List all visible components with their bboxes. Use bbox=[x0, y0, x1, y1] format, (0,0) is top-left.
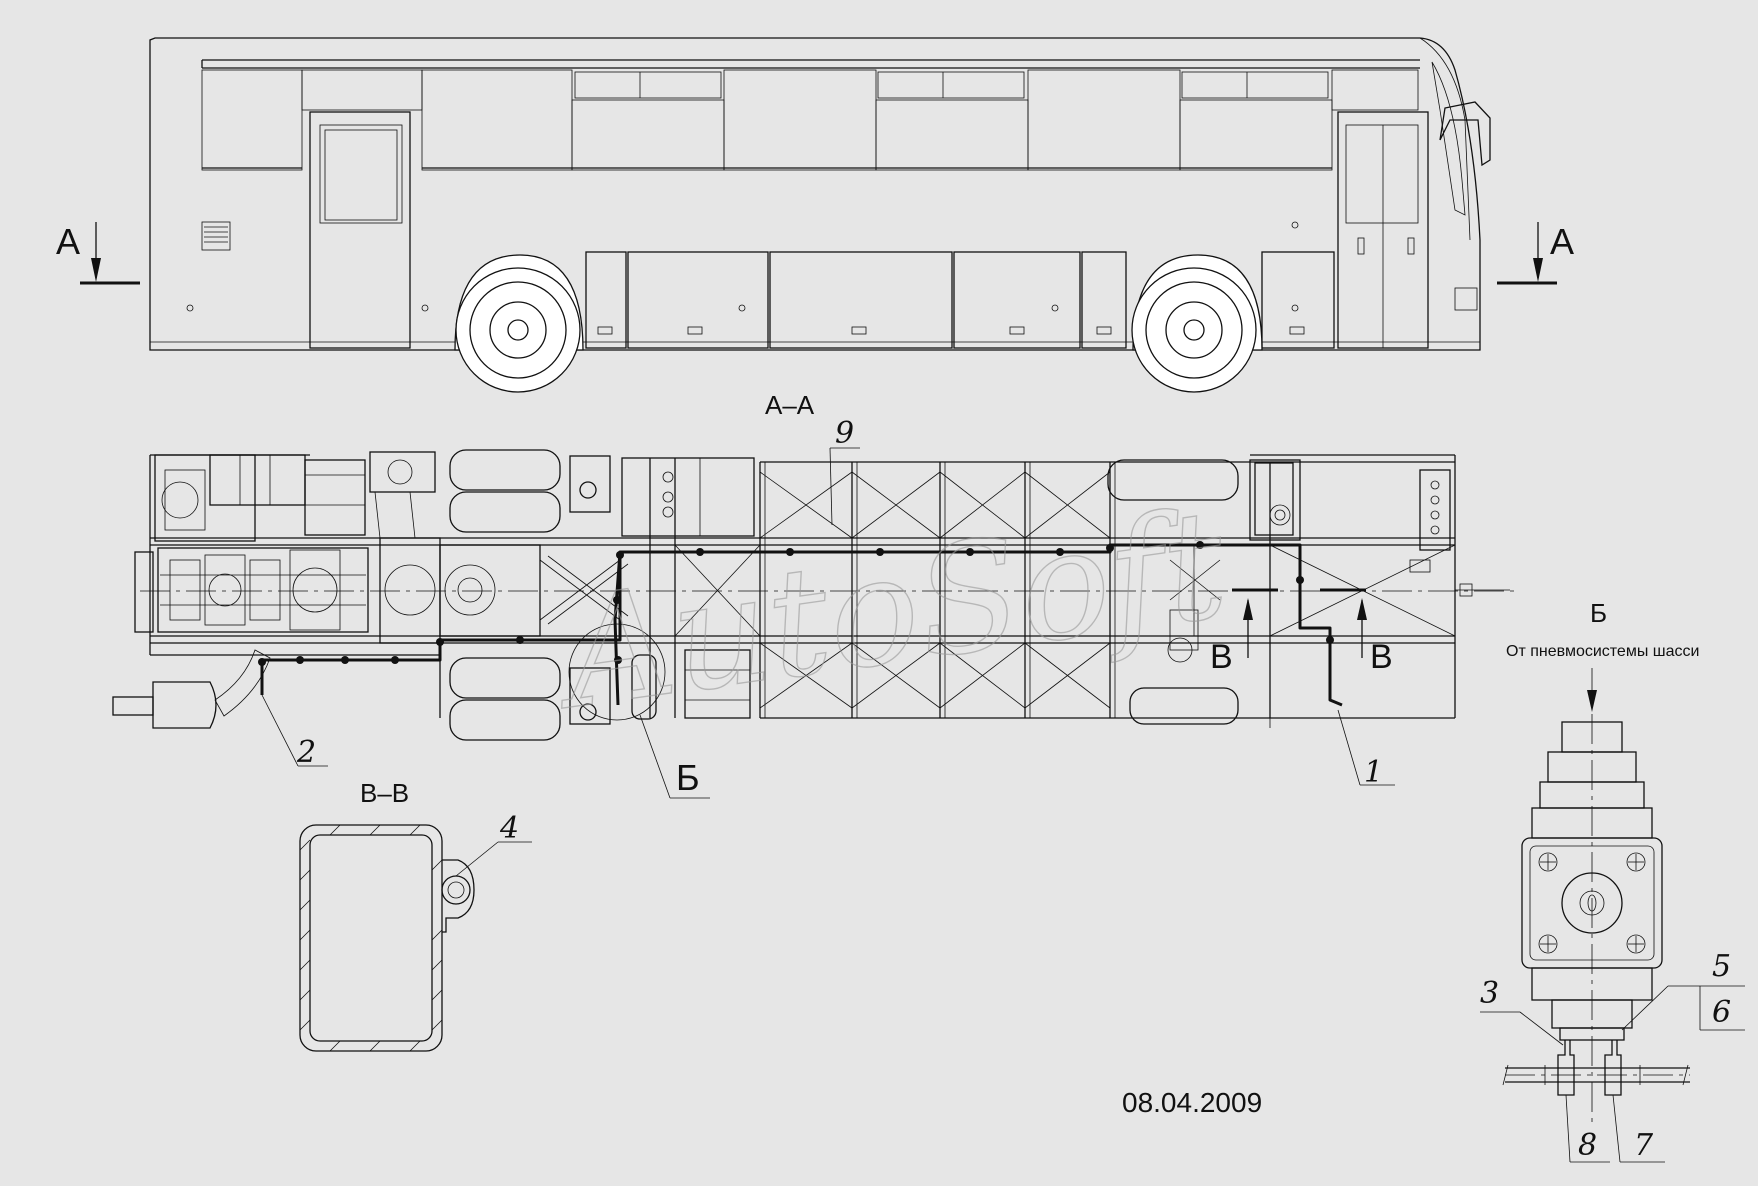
part-number-5: 5 bbox=[1712, 949, 1731, 984]
detail-note: От пневмосистемы шасси bbox=[1506, 643, 1699, 660]
part-number-6: 6 bbox=[1712, 995, 1731, 1030]
part-number-3: 3 bbox=[1480, 976, 1499, 1011]
part-number-2: 2 bbox=[296, 735, 316, 770]
detail-title-b: Б bbox=[1590, 598, 1607, 628]
section-mark-a-left: А bbox=[56, 221, 140, 285]
section-letter-v-right: В bbox=[1370, 638, 1393, 676]
section-letter-v-left: В bbox=[1210, 638, 1233, 676]
section-vv-profile bbox=[299, 824, 532, 1052]
callout-leaders bbox=[261, 447, 1395, 799]
section-title-aa: А–А bbox=[765, 390, 815, 420]
section-mark-v: В В bbox=[1210, 588, 1393, 676]
section-letter-a-right: А bbox=[1550, 221, 1574, 262]
bus-side-view bbox=[149, 37, 1491, 393]
section-letter-a-left: А bbox=[56, 221, 80, 262]
part-number-4: 4 bbox=[499, 811, 519, 846]
part-number-8: 8 bbox=[1578, 1128, 1597, 1163]
part-number-1: 1 bbox=[1364, 755, 1383, 790]
part-number-7: 7 bbox=[1634, 1128, 1654, 1163]
callout-letter-b: Б bbox=[676, 757, 700, 798]
chassis-plan-view bbox=[112, 449, 1520, 741]
section-mark-a-right: А bbox=[1497, 221, 1574, 285]
part-number-9: 9 bbox=[835, 416, 854, 451]
watermark-text: AutoSoft bbox=[542, 477, 1237, 744]
drawing-date: 08.04.2009 bbox=[1122, 1087, 1262, 1118]
detail-b-valve bbox=[1480, 668, 1745, 1163]
section-title-vv: В–В bbox=[360, 778, 409, 808]
